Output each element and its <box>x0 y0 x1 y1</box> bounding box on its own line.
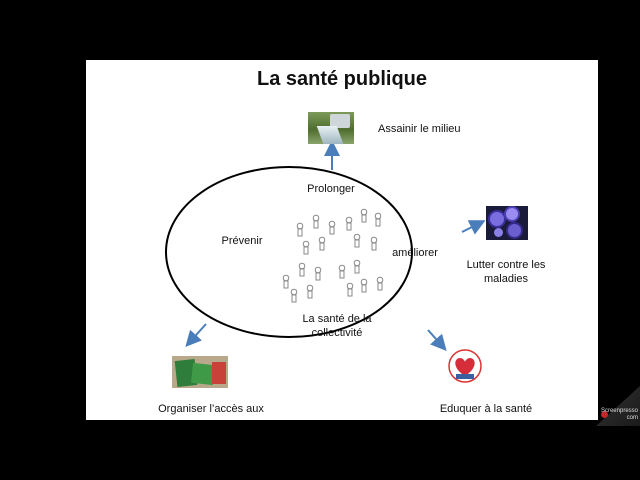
label-organiser: Organiser l’accès aux <box>158 403 264 415</box>
person-icon <box>374 212 382 227</box>
watermark-line2: com <box>626 415 638 421</box>
label-collectivite-line1: La santé de la <box>302 313 372 325</box>
virus-shape <box>490 212 504 226</box>
virus-shape <box>494 228 503 237</box>
person-icon <box>360 208 368 223</box>
arrow-to-education <box>427 329 447 351</box>
health-education-logo <box>444 348 486 384</box>
label-collectivite-line2: collectivité <box>311 327 363 339</box>
watermark-line1: Screenpresso <box>600 408 638 414</box>
label-lutter-line1: Lutter contre les <box>466 259 546 271</box>
label-collectivite: La santé de la collectivité <box>282 312 392 340</box>
label-eduquer: Eduquer à la santé <box>439 403 533 415</box>
label-prevenir: Prévenir <box>221 235 263 247</box>
card-shape <box>212 362 226 384</box>
label-lutter: Lutter contre les maladies <box>456 258 556 286</box>
person-icon <box>346 282 354 297</box>
collectivity-ellipse <box>165 166 413 338</box>
person-icon <box>314 266 322 281</box>
person-icon <box>296 222 304 237</box>
person-icon <box>318 236 326 251</box>
person-icon <box>302 240 310 255</box>
person-icon <box>370 236 378 251</box>
arrow-to-access <box>185 323 207 347</box>
person-icon <box>353 233 361 248</box>
person-icon <box>328 220 336 235</box>
water-outflow-image <box>308 112 354 144</box>
label-assainir: Assainir le milieu <box>378 123 461 135</box>
virus-image <box>486 206 528 240</box>
label-prolonger: Prolonger <box>307 183 355 195</box>
virus-shape <box>508 224 521 237</box>
person-icon <box>353 259 361 274</box>
person-icon <box>360 278 368 293</box>
person-icon <box>376 276 384 291</box>
virus-shape <box>506 208 518 220</box>
person-icon <box>345 216 353 231</box>
person-icon <box>282 274 290 289</box>
diagram-canvas <box>165 140 486 351</box>
water-stream-shape <box>316 126 344 144</box>
watermark-logo-icon <box>601 411 608 418</box>
person-icon <box>290 288 298 303</box>
health-cards-image <box>172 356 228 388</box>
person-icon <box>306 284 314 299</box>
person-icon <box>312 214 320 229</box>
person-icon <box>338 264 346 279</box>
label-lutter-line2: maladies <box>483 273 529 285</box>
slide-title: La santé publique <box>256 68 428 90</box>
people-icon-group <box>282 208 384 303</box>
person-icon <box>298 262 306 277</box>
heart-logo-svg <box>448 349 482 383</box>
watermark-text: Screenpresso com <box>601 408 638 422</box>
label-ameliorer: améliorer <box>392 247 438 259</box>
arrow-to-diseases <box>461 220 486 235</box>
slide: La santé publique <box>86 60 598 420</box>
pipe-shape <box>330 114 350 128</box>
